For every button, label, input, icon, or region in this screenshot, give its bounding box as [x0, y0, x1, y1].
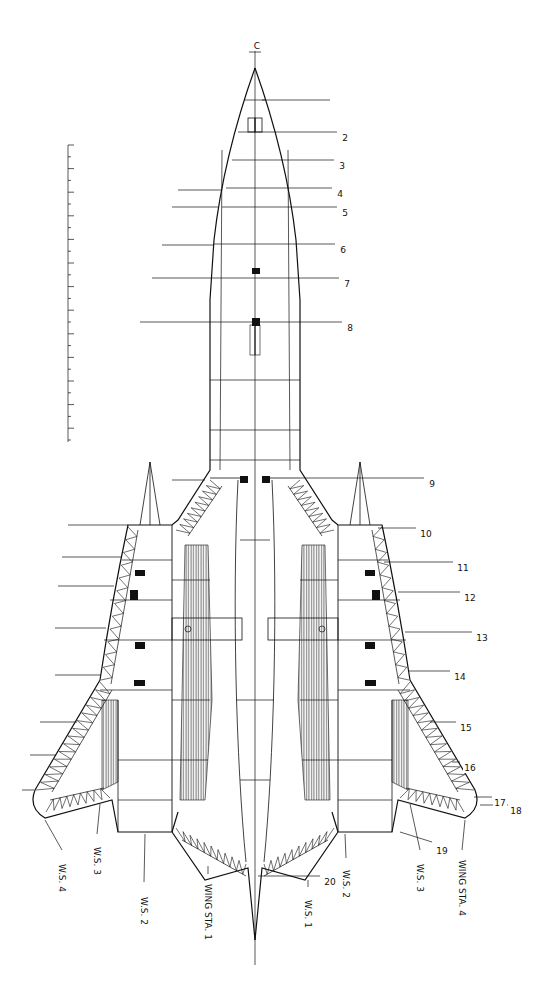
station-label: W.S. 1 [303, 899, 313, 929]
station-label: W.S. 2 [139, 896, 149, 926]
truss-edge [52, 690, 112, 792]
callout-number: 5 [341, 208, 349, 218]
center-line [255, 50, 256, 965]
callout-number: C [253, 41, 261, 51]
station-label: W.S. 3 [415, 863, 425, 893]
airframe-outline [33, 68, 255, 940]
station-label: WING STA. 4 [457, 859, 467, 917]
truss-edge [50, 788, 104, 800]
station-label: W.S. 3 [92, 846, 102, 876]
truss-edge [188, 486, 222, 536]
scale-ruler [68, 145, 74, 442]
station-label: WING STA. 1 [203, 883, 213, 941]
callout-number: 8 [346, 323, 354, 333]
callout-number: 9 [428, 479, 436, 489]
leader-lines [22, 100, 508, 887]
callout-number: 14 [453, 672, 466, 682]
truss-hatch [36, 682, 110, 790]
truss-hatch [176, 480, 220, 533]
station-label: W.S. 2 [341, 869, 351, 899]
truss-hatch [46, 789, 110, 812]
truss-hatch [176, 828, 246, 874]
callout-number: 7 [343, 279, 351, 289]
callout-number: 4 [336, 189, 344, 199]
callout-number: 16 [463, 763, 476, 773]
callout-number: 18 [509, 806, 522, 816]
callout-number: 20 [323, 877, 336, 887]
callout-number: 17 [493, 798, 506, 808]
callout-number: 11 [456, 563, 469, 573]
callout-number: 13 [475, 633, 488, 643]
callout-number: 15 [459, 723, 472, 733]
truss-edge [111, 530, 138, 684]
callout-number: 2 [341, 133, 349, 143]
truss-edge [182, 840, 246, 876]
station-label: W.S. 4 [57, 863, 67, 893]
truss-hatch [101, 527, 137, 680]
callout-number: 19 [435, 846, 448, 856]
callout-number: 3 [338, 161, 346, 171]
center-mark [249, 52, 261, 53]
left-half [33, 68, 255, 940]
callout-number: 10 [419, 529, 432, 539]
callout-number: 6 [339, 245, 347, 255]
callout-number: 12 [463, 593, 476, 603]
